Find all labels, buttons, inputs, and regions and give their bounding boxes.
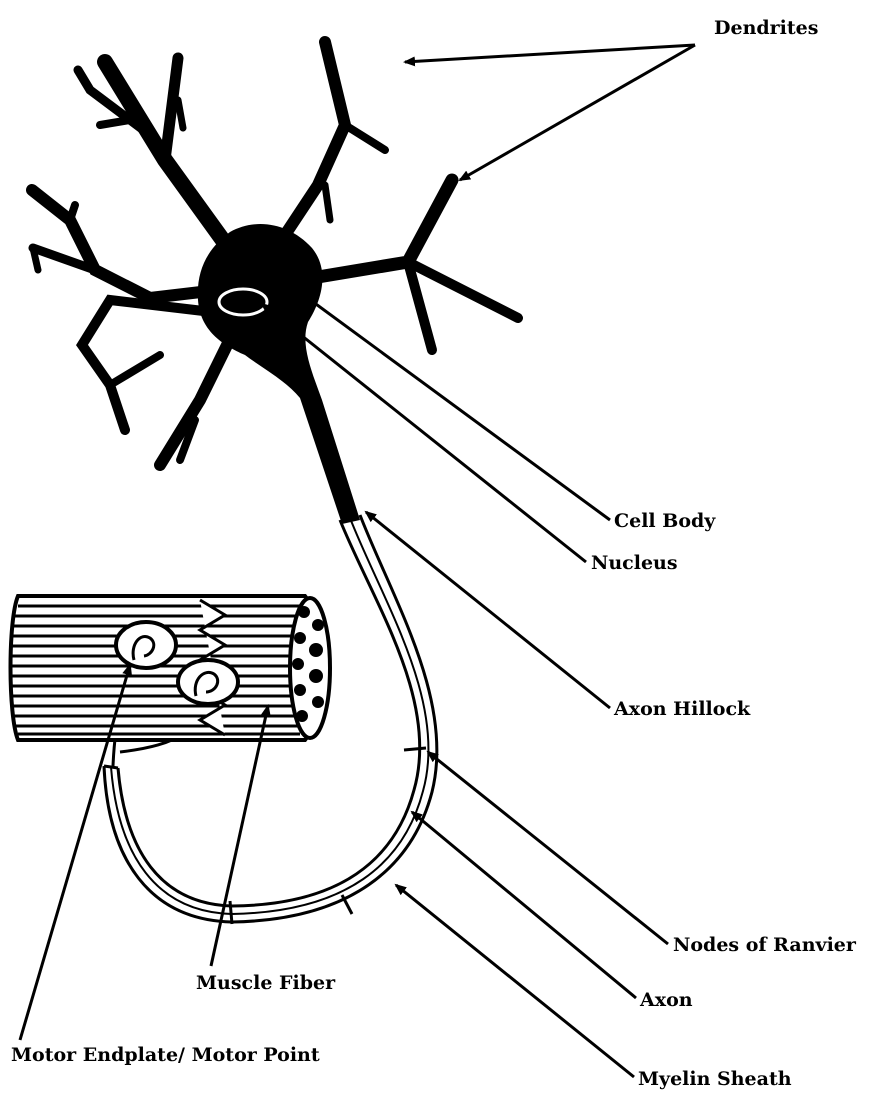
label-myelin-sheath: Myelin Sheath bbox=[638, 1070, 792, 1089]
label-cell-body: Cell Body bbox=[614, 512, 715, 531]
arrow-dendrites-upper bbox=[405, 45, 695, 62]
arrow-nucleus bbox=[262, 304, 586, 562]
label-motor-endplate: Motor Endplate/ Motor Point bbox=[11, 1046, 320, 1065]
arrow-nodes-of-ranvier bbox=[428, 752, 668, 944]
label-muscle-fiber: Muscle Fiber bbox=[196, 974, 335, 993]
arrow-axon bbox=[412, 812, 636, 998]
nucleus bbox=[219, 289, 267, 315]
label-nucleus: Nucleus bbox=[591, 554, 678, 573]
arrow-muscle-fiber bbox=[211, 706, 268, 966]
arrow-dendrites-lower bbox=[460, 45, 695, 180]
label-nodes-of-ranvier: Nodes of Ranvier bbox=[673, 936, 856, 955]
arrow-axon-hillock bbox=[366, 512, 610, 708]
label-dendrites: Dendrites bbox=[714, 19, 818, 38]
arrow-myelin-sheath bbox=[396, 885, 634, 1077]
label-axon-hillock: Axon Hillock bbox=[614, 700, 750, 719]
muscle-fiber bbox=[11, 596, 331, 740]
label-axon: Axon bbox=[640, 991, 693, 1010]
